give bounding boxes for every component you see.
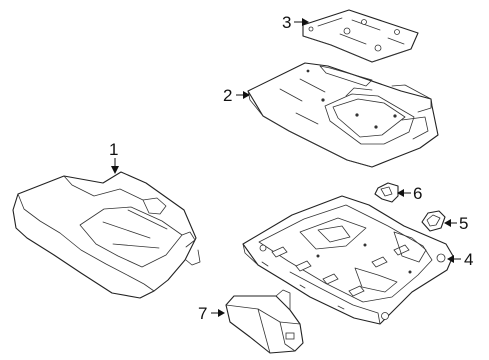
bracket-left bbox=[374, 182, 399, 203]
adjuster-motor bbox=[225, 289, 304, 354]
callout-6: 6 bbox=[397, 184, 422, 203]
callout-number-5: 5 bbox=[459, 214, 468, 233]
callout-number-6: 6 bbox=[413, 184, 422, 203]
callout-2: 2 bbox=[223, 86, 250, 105]
callout-5: 5 bbox=[444, 214, 468, 233]
callout-number-2: 2 bbox=[223, 86, 232, 105]
callout-number-3: 3 bbox=[282, 13, 291, 32]
bracket-right bbox=[421, 210, 446, 232]
callout-1: 1 bbox=[109, 140, 119, 174]
callout-number-7: 7 bbox=[198, 304, 207, 323]
callout-number-1: 1 bbox=[109, 140, 118, 159]
callout-7: 7 bbox=[198, 304, 225, 323]
callout-3: 3 bbox=[282, 13, 309, 32]
callout-4: 4 bbox=[447, 250, 473, 269]
mounting-plate bbox=[302, 9, 419, 63]
callout-number-4: 4 bbox=[464, 250, 473, 269]
cushion-frame-tray bbox=[247, 62, 439, 168]
seat-base-frame bbox=[242, 195, 454, 325]
seat-cushion-pad bbox=[12, 171, 201, 299]
